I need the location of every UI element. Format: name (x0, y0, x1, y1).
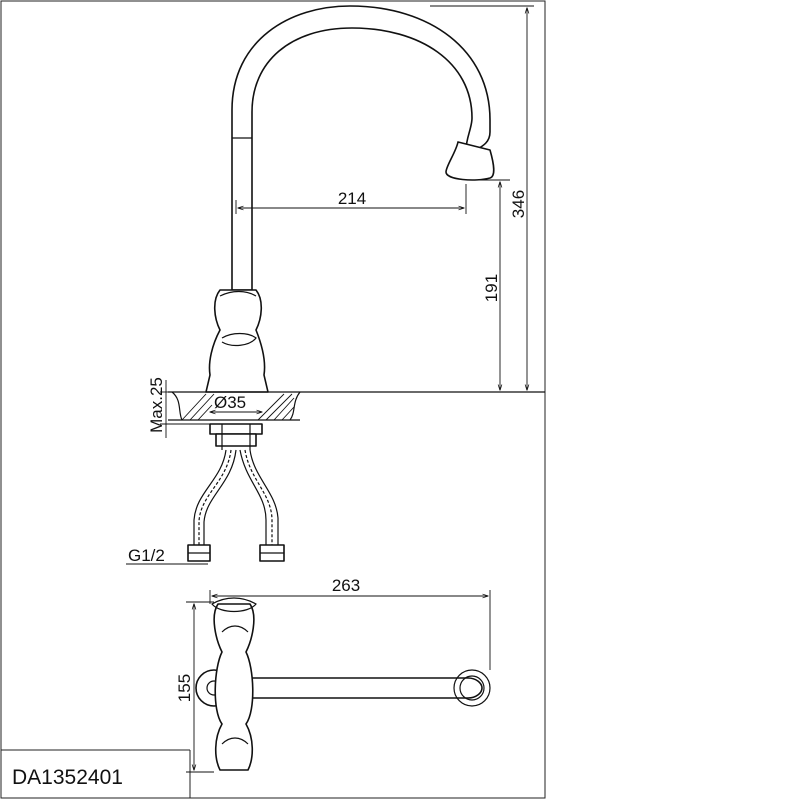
faucet-plan-view (195, 597, 491, 771)
plan-handle-lever-bottom (221, 737, 249, 745)
faucet-elevation (168, 5, 545, 562)
hose-left-outer (193, 449, 227, 545)
handle-cap (219, 290, 257, 297)
countertop-hatch (181, 393, 295, 421)
faucet-body (205, 289, 269, 393)
handle-lever (221, 332, 257, 347)
dim-plan-length-label: 263 (332, 576, 360, 595)
dim-thread-label: G1/2 (128, 546, 165, 565)
plan-handle-body (213, 603, 255, 771)
hose-right-outer (239, 449, 267, 545)
model-code: DA1352401 (12, 766, 123, 789)
hose-left-inner (203, 449, 237, 545)
plan-spout-tip (453, 669, 491, 707)
hose-left-braid (198, 449, 232, 545)
mounting-nut (209, 423, 263, 435)
drawing-frame (0, 0, 546, 799)
dim-spout-height-label: 191 (482, 274, 501, 302)
spout-outlet (445, 141, 495, 181)
dim-plan-width-label: 155 (175, 674, 194, 702)
hose-right-braid (244, 449, 273, 545)
hose-right-inner (249, 449, 279, 545)
plan-spout-tip-inner (459, 675, 485, 701)
dim-total-height-label: 346 (509, 190, 528, 218)
countertop-break-left (171, 391, 183, 421)
gooseneck-spout (231, 5, 491, 291)
dim-hole-label: Ø35 (214, 393, 246, 412)
mounting-washer (215, 433, 257, 447)
dim-reach-label: 214 (338, 189, 366, 208)
countertop-break-right (289, 391, 301, 421)
plan-handle-top (211, 597, 257, 613)
dim-counter-label: Max.25 (147, 377, 166, 433)
plan-spout (227, 677, 483, 699)
plan-handle-lever-top (221, 625, 249, 633)
